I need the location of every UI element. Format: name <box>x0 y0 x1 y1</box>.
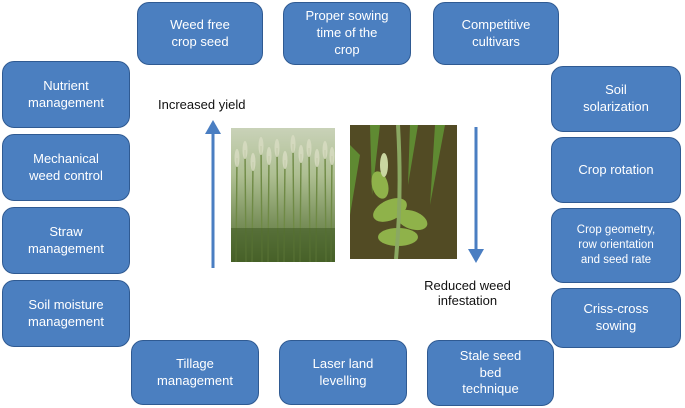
weed-infestation-photo <box>350 125 457 259</box>
competitive-cultivars-box: Competitive cultivars <box>433 2 559 65</box>
proper-sowing-time-box: Proper sowing time of the crop <box>283 2 411 65</box>
tillage-management-box: Tillage management <box>131 340 259 405</box>
mechanical-weed-control-box: Mechanical weed control <box>2 134 130 201</box>
nutrient-management-box: Nutrient management <box>2 61 130 128</box>
straw-management-box: Straw management <box>2 207 130 274</box>
reduced-weed-infestation-label: Reduced weed infestation <box>424 278 511 308</box>
arrow-down-icon <box>468 127 484 263</box>
weed-free-crop-seed-box: Weed free crop seed <box>137 2 263 65</box>
arrow-up-icon <box>205 120 221 268</box>
soil-solarization-box: Soil solarization <box>551 66 681 132</box>
laser-land-levelling-box: Laser land levelling <box>279 340 407 405</box>
increased-yield-label: Increased yield <box>158 97 246 112</box>
soil-moisture-management-box: Soil moisture management <box>2 280 130 347</box>
criss-cross-sowing-box: Criss-cross sowing <box>551 288 681 348</box>
crop-geometry-box: Crop geometry, row orientation and seed … <box>551 208 681 283</box>
wheat-crop-photo <box>231 128 335 262</box>
stale-seed-bed-box: Stale seed bed technique <box>427 340 554 406</box>
crop-rotation-box: Crop rotation <box>551 137 681 203</box>
